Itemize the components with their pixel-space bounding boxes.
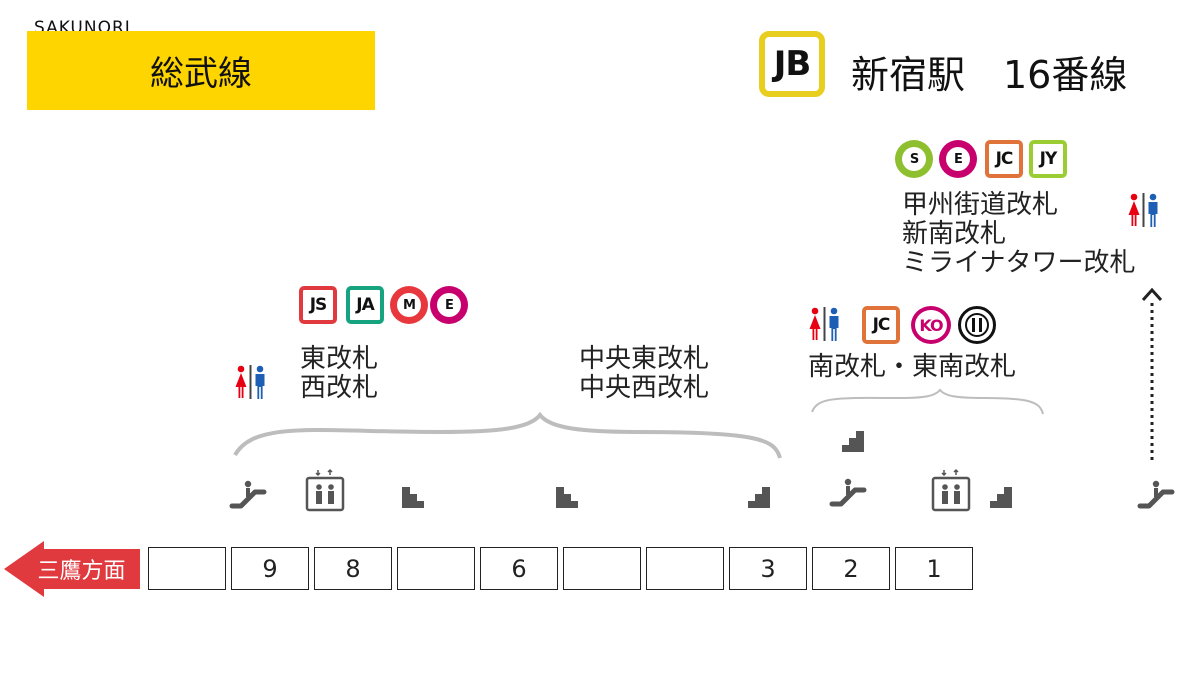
gate-bracket-center — [233, 411, 782, 459]
oedo-e-letter-west: E — [437, 293, 461, 317]
odakyu-mark-icon — [965, 313, 989, 337]
gate-mirai-na-tower: ミライナタワー改札 — [902, 248, 1136, 278]
gate-shin-minami: 新南改札 — [902, 219, 1007, 249]
gate-west: 西改札 — [300, 373, 379, 403]
stairs-icon-car5 — [556, 487, 586, 508]
keio-ko-logo: KO — [911, 306, 951, 344]
escalator-icon-car2 — [832, 479, 864, 504]
marunouchi-m-letter: M — [397, 293, 421, 317]
toilet-icon-west — [235, 365, 265, 399]
station-title: 新宿駅 16番線 — [851, 53, 1128, 97]
line-code-badge: JB — [759, 31, 825, 97]
elevator-icon-car8 — [305, 468, 345, 512]
toilet-icon-south — [809, 307, 839, 341]
route-arrow-icon — [1141, 287, 1163, 302]
oedo-e-letter: E — [946, 147, 970, 171]
oedo-e-logo-west: E — [430, 286, 468, 324]
line-name: 総武線 — [150, 54, 252, 94]
marunouchi-m-logo: M — [390, 286, 428, 324]
car-slot: 6 — [480, 547, 558, 590]
car-slot: 9 — [231, 547, 309, 590]
oedo-e-logo: E — [939, 140, 977, 178]
car-slot: 2 — [812, 547, 890, 590]
stairs-icon-car2-upper — [834, 431, 864, 452]
gate-central-west: 中央西改札 — [579, 373, 710, 403]
gate-south: 南改札・東南改札 — [808, 352, 1017, 382]
car-slot — [646, 547, 724, 590]
car-slot — [397, 547, 475, 590]
gate-central-east: 中央東改札 — [579, 344, 710, 374]
odakyu-logo — [958, 306, 996, 344]
keio-s-letter: S — [902, 147, 926, 171]
stairs-icon-car3 — [740, 487, 770, 508]
car-slot — [563, 547, 641, 590]
gate-bracket-south — [811, 388, 1044, 415]
line-banner — [27, 31, 375, 110]
car-slot: 3 — [729, 547, 807, 590]
escalator-icon-car9 — [232, 481, 264, 506]
stairs-icon-car7 — [402, 487, 432, 508]
toilet-icon-koshu — [1128, 193, 1158, 227]
jc-logo-top: JC — [985, 140, 1023, 178]
car-slot: 1 — [895, 547, 973, 590]
gate-east: 東改札 — [300, 344, 379, 374]
elevator-icon-car1 — [931, 468, 971, 512]
jc-logo-south: JC — [862, 306, 900, 344]
ja-logo: JA — [346, 286, 384, 324]
direction-label: 三鷹方面 — [37, 559, 126, 584]
direction-arrow — [4, 541, 140, 597]
js-logo: JS — [299, 286, 337, 324]
jy-logo: JY — [1029, 140, 1067, 178]
keio-s-logo: S — [895, 140, 933, 178]
gate-koshu-kaido: 甲州街道改札 — [902, 190, 1059, 220]
escalator-icon-end — [1140, 481, 1172, 506]
car-slot — [148, 547, 226, 590]
car-slot: 8 — [314, 547, 392, 590]
stairs-icon-car1 — [982, 487, 1012, 508]
